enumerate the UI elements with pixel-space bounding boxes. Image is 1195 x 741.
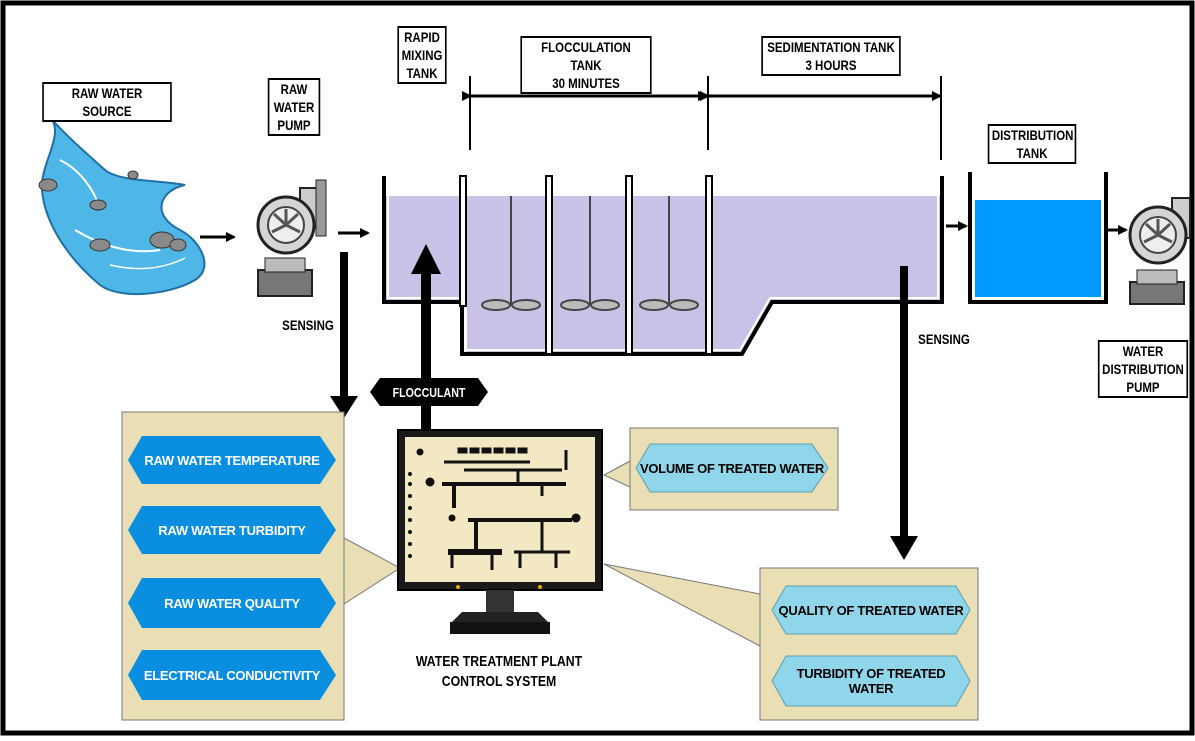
river-icon [38,111,206,295]
flocculant-label: FLOCCULANT [392,385,466,400]
sedimentation-tank-label: SEDIMENTATION TANK 3 HOURS [761,36,901,76]
distribution-tank-label: DISTRIBUTION TANK [987,124,1077,164]
raw-water-quality-tag: RAW WATER QUALITY [164,595,300,611]
sensing-label-left: SENSING [282,317,334,333]
raw-water-temperature-tag: RAW WATER TEMPERATURE [144,452,320,468]
sensing-label-right: SENSING [918,331,970,347]
turbidity-of-treated-water-tag: TURBIDITY OF TREATED WATER [796,666,946,696]
distribution-tank-wall [968,172,1108,304]
control-system-monitor [397,429,603,634]
electrical-conductivity-tag: ELECTRICAL CONDUCTIVITY [143,667,321,683]
flocculation-tank-label: FLOCCULATION TANK 30 MINUTES [520,36,652,94]
volume-of-treated-water-tag: VOLUME OF TREATED WATER [640,460,824,476]
treatment-tank-wall [382,176,944,356]
treated-volume-hex [635,443,829,493]
control-system-label: WATER TREATMENT PLANT CONTROL SYSTEM [415,653,583,690]
flocculant-tag [370,378,488,406]
treated-quality-hex [771,585,971,635]
raw-water-turbidity-tag: RAW WATER TURBIDITY [158,522,306,538]
distribution-tank-water [974,200,1102,298]
raw-water-pump-icon [256,179,327,297]
quality-of-treated-water-tag: QUALITY OF TREATED WATER [778,602,964,618]
paddle-mixers [481,196,699,311]
rapid-mixing-tank-label: RAPID MIXING TANK [397,26,447,84]
raw-water-source-label: RAW WATER SOURCE [42,82,172,122]
raw-water-pump-label: RAW WATER PUMP [267,78,321,136]
treated-turbidity-hex [771,655,971,707]
distribution-pump-icon [1128,197,1191,305]
raw-parameter-hexes [128,436,336,700]
water-distribution-pump-label: WATER DISTRIBUTION PUMP [1097,340,1189,398]
tank-baffles [459,175,713,355]
treatment-tank-water [384,196,942,354]
